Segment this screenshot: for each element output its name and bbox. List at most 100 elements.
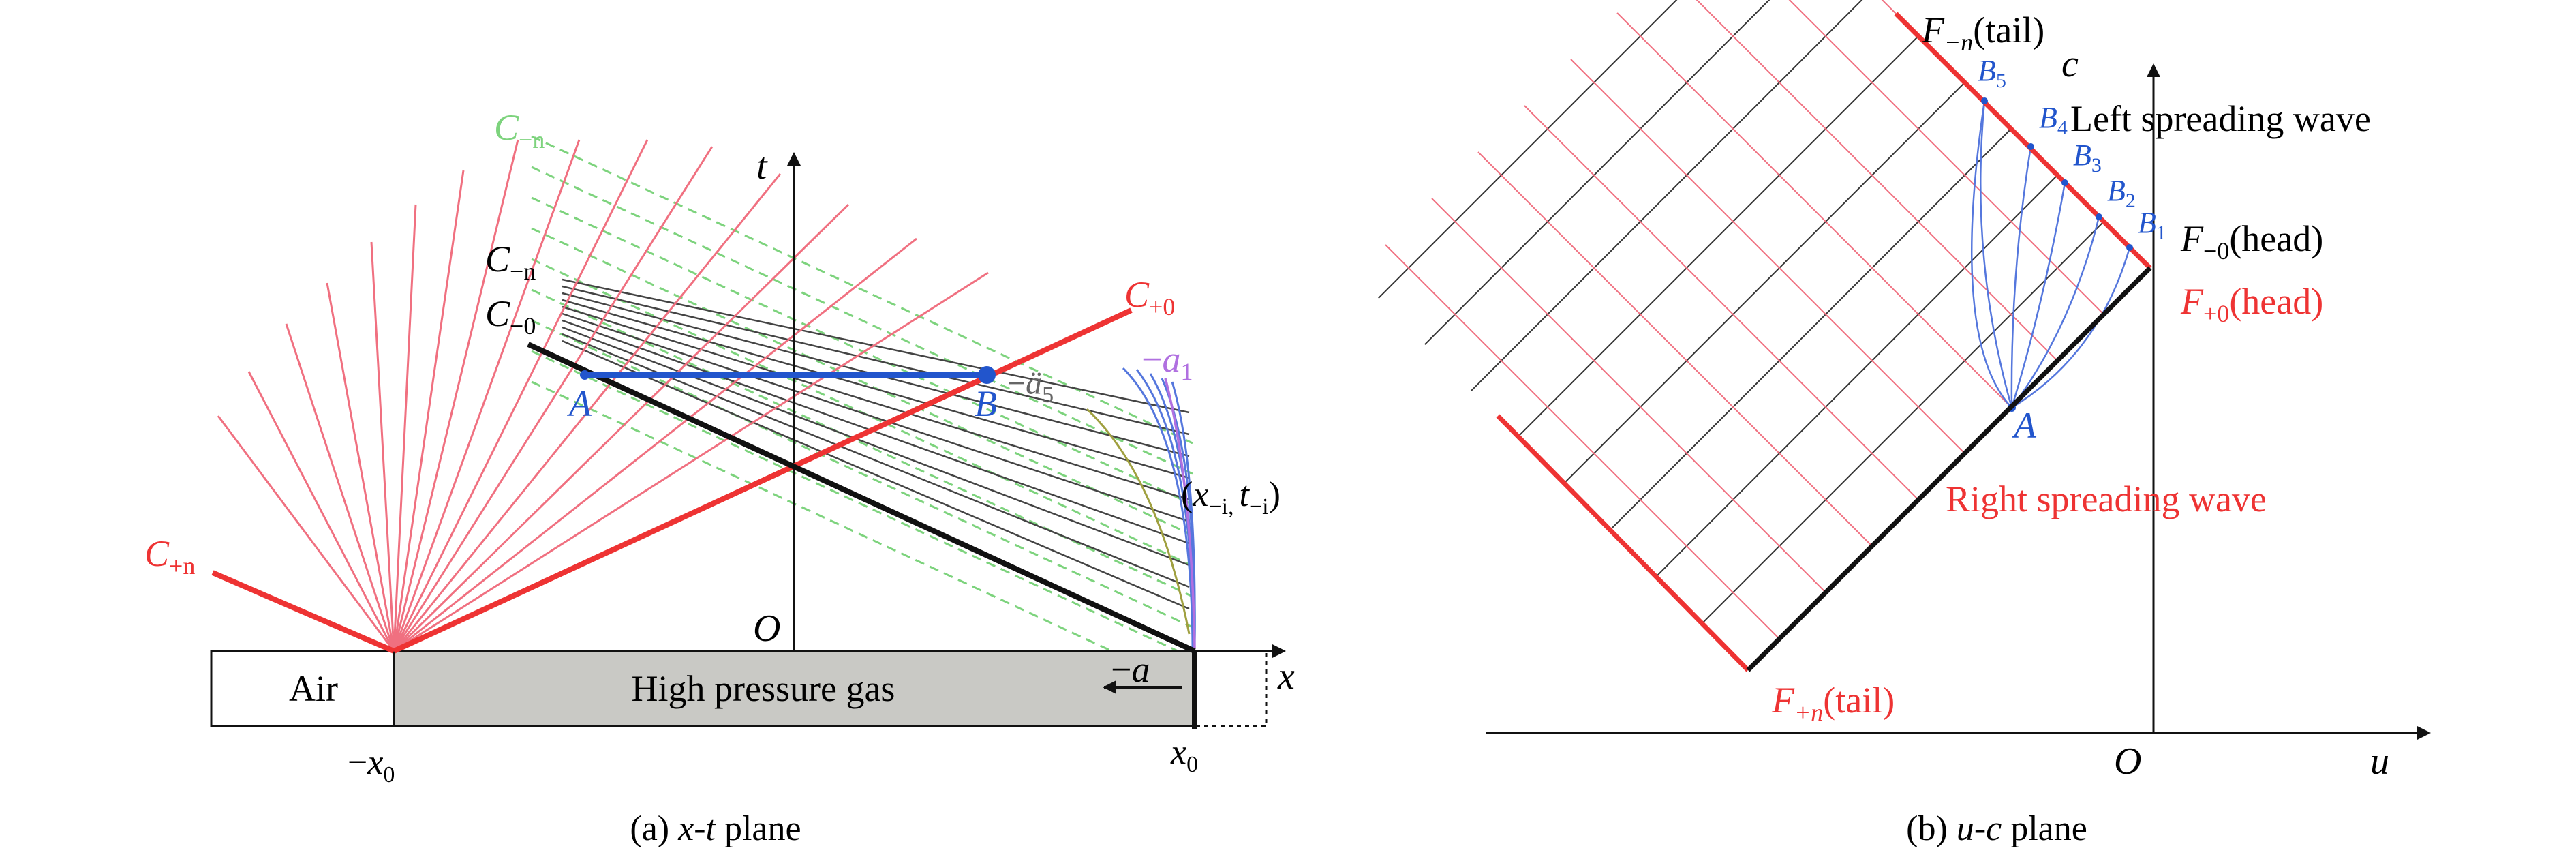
b-point-label: B3 [2073,138,2102,177]
shock-tube: Air High pressure gas −a [210,649,1268,729]
c-minus-green-dashed-line [531,288,1193,598]
c-minus-green-dashed-line [531,380,1193,690]
a5-label: −ä5 [1007,365,1054,408]
reflected-blue-curves [1122,367,1196,648]
c-minus-green-dashed-line [531,135,1193,444]
blue-wave-curve [1970,100,2012,408]
grid-line-black [1378,0,1678,299]
c-plus-fan-line [326,282,395,652]
f-plus-n-tail-line [1496,414,1750,672]
c-minus-0-label: C−0 [485,293,536,340]
f-plus-n-tail-label: F+n(tail) [1771,680,1895,726]
grid-line-pink [1477,151,1873,547]
grid-line-pink [1570,59,1965,454]
f-plus-0-head-label: F+0(head) [2180,281,2323,327]
neg-x0-label: −x0 [348,743,395,787]
b-point-marker [2061,179,2068,186]
c-plus-fan-line [217,415,395,652]
blue-curves [1970,100,2131,412]
c-plus-n-label: C+n [144,533,195,579]
reflected-blue-curve [1171,381,1196,648]
grid-line-black [1424,0,1770,345]
c-plus-fan-line [285,323,395,652]
grid-line-pink [1616,12,2012,408]
grid-line-pink [1788,0,2104,315]
grid-line-black [1702,221,2104,623]
c-minus-green-dashed-line [531,227,1193,537]
b-point-marker [2126,244,2133,251]
c-minus-n-label: C−n [485,239,536,285]
b-point-marker [2027,143,2034,150]
blue-wave-curve [2010,146,2032,408]
f-minus-0-head-label: F−0(head) [2180,218,2323,265]
c-minus-characteristic-line [562,326,1190,567]
b-point-label: B4 [2039,101,2068,139]
f-minus-n-tail-label: F−n(tail) [1921,10,2044,56]
b-point-label: B2 [2107,174,2136,212]
c-plus-fan-line [393,271,989,652]
xt-point-label: (x−i,t−i) [1181,475,1281,519]
c-plus-fan-line [393,146,714,652]
point-b-marker [978,366,996,384]
c-minus-characteristic-lines [562,278,1191,635]
blue-wave-curve [1979,100,2013,408]
grid-line-black [1471,0,1863,391]
c-minus-green-dashed-line [531,196,1193,506]
purple-boundary-curve [1164,378,1196,648]
gas-label: High pressure gas [632,668,895,709]
right-empty-region [1193,650,1268,727]
c-plus-fan-line [393,170,465,652]
b-point-marker [1981,97,1988,104]
blue-wave-curve [2010,182,2066,408]
grid-line-black [1563,82,1965,484]
x-axis-label: x [1277,655,1295,697]
point-a-b-label: A [2012,405,2037,446]
c-axis-label: c [2061,43,2079,85]
c-plus-fan-line [393,204,417,652]
origin-b-label: O [2114,740,2141,783]
c-plus-0-line [393,307,1133,654]
c-minus-n-green-label: C−n [494,107,545,153]
c-minus-characteristic-line [562,299,1190,479]
c-plus-fan-line [393,139,519,652]
panel-b: O u c F−n(tail) F−0(head) F+0(head) F+n(… [1378,0,2431,848]
b-point-label: B5 [1978,54,2006,92]
u-axis-label: u [2370,740,2389,783]
c-minus-characteristic-line [562,319,1190,545]
origin-label: O [753,607,780,650]
grid-line-pink [1385,244,1780,639]
grid-line-black [1610,128,2012,530]
point-b-label: B [975,383,997,424]
c-minus-green-dashed-line [531,350,1193,659]
c-plus-fan-line [393,173,782,652]
reflected-blue-curve [1122,367,1194,648]
caption-a: (a) x-t plane [630,809,801,848]
grid-line-black [1517,35,1919,438]
c-plus-fan-lines [217,139,989,652]
c-plus-fan-line [370,241,395,652]
c-plus-fan-line [247,371,395,652]
grid-line-black [1656,175,2058,577]
c-minus-characteristic-line [562,285,1190,436]
point-a-label: A [567,383,592,424]
air-label: Air [289,668,338,709]
c-plus-n-line [211,570,395,654]
c-plus-fan-line [393,203,850,652]
c-plus-fan-line [393,237,917,652]
minus-a-label: −a [1111,649,1150,690]
c-plus-0-label: C+0 [1124,274,1175,320]
f-minus-n-tail-line [1894,12,2152,270]
f-minus-0-head-line [1746,266,2152,672]
blue-wave-curve [2011,247,2131,409]
grid-line-pink [1696,0,2058,361]
c-minus-characteristic-line [562,312,1190,523]
c-minus-characteristic-line [562,340,1190,610]
right-wave-label: Right spreading wave [1946,479,2267,519]
panel-a: Air High pressure gas −a t x O C−n C−n C… [144,107,1295,848]
left-wave-label: Left spreading wave [2070,98,2371,139]
reflection-boundary-curve [1086,408,1191,635]
caption-b: (b) u-c plane [1906,809,2087,848]
x0-label: x0 [1170,733,1198,777]
